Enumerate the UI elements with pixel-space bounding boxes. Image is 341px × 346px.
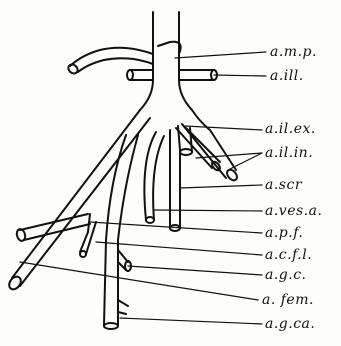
vessel-amp bbox=[67, 42, 181, 76]
vessel-right-iliac bbox=[176, 110, 239, 182]
vessel-agca bbox=[118, 300, 128, 314]
label-ailin: a.il.in. bbox=[265, 145, 313, 161]
vessel-ail bbox=[127, 70, 217, 80]
label-apf: a.p.f. bbox=[265, 225, 303, 241]
label-ascr: a.scr bbox=[265, 177, 302, 193]
label-agc: a.g.c. bbox=[265, 267, 307, 283]
vessel-ascr bbox=[170, 130, 180, 231]
vessel-apf bbox=[16, 214, 90, 242]
vessel-avesa bbox=[144, 132, 164, 223]
label-afem: a. fem. bbox=[262, 292, 314, 308]
label-avesa: a.ves.a. bbox=[265, 203, 322, 219]
label-agca: a.g.ca. bbox=[265, 316, 315, 332]
label-acfl: a.c.f.l. bbox=[265, 247, 312, 263]
aorta-trunk bbox=[140, 12, 192, 110]
vessel-agc bbox=[118, 250, 131, 271]
label-ailex: a.il.ex. bbox=[265, 121, 316, 137]
leader-lines bbox=[20, 52, 266, 324]
label-ail: a.ill. bbox=[270, 68, 304, 84]
vessel-left-iliac bbox=[7, 110, 150, 292]
vessel-femoral bbox=[80, 135, 138, 329]
label-amp: a.m.p. bbox=[270, 44, 317, 60]
